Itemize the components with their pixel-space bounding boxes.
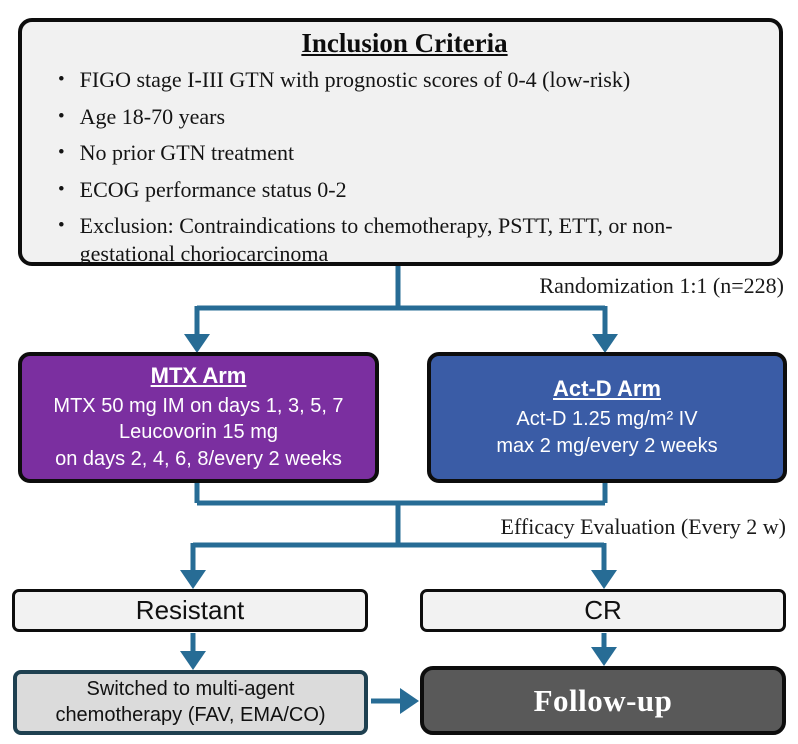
arrowhead-down-actd <box>592 334 618 353</box>
arrowhead-right-followup <box>400 688 419 714</box>
bullet-icon: • <box>58 142 65 163</box>
mtx-arm-text-line: on days 2, 4, 6, 8/every 2 weeks <box>55 447 342 470</box>
follow-up-box: Follow-up <box>420 666 786 735</box>
bullet-icon: • <box>58 69 65 90</box>
inclusion-bullet-text: FIGO stage I-III GTN with prognostic sco… <box>79 67 631 92</box>
inclusion-criteria-box: Inclusion Criteria • FIGO stage I-III GT… <box>18 18 783 266</box>
cr-box: CR <box>420 589 786 632</box>
inclusion-bullet-list: • FIGO stage I-III GTN with prognostic s… <box>42 66 767 267</box>
bullet-icon: • <box>58 105 65 127</box>
mtx-arm-text-line: MTX 50 mg IM on days 1, 3, 5, 7 <box>53 394 344 417</box>
switched-chemotherapy-text-line: Switched to multi-agent <box>86 678 295 701</box>
mtx-arm-box: MTX Arm MTX 50 mg IM on days 1, 3, 5, 7 L… <box>18 352 379 483</box>
inclusion-bullet-item: • FIGO stage I-III GTN with prognostic s… <box>58 66 763 95</box>
inclusion-bullet-text: Age 18-70 years <box>79 103 226 129</box>
mtx-arm-lines: MTX 50 mg IM on days 1, 3, 5, 7 Leucovori… <box>28 393 369 472</box>
efficacy-evaluation-label: Efficacy Evaluation (Every 2 w) <box>500 514 786 539</box>
inclusion-criteria-title: Inclusion Criteria <box>301 28 508 58</box>
randomization-label: Randomization 1:1 (n=228) <box>539 273 784 298</box>
inclusion-bullet-text: Exclusion: Contraindications to chemothe… <box>79 213 673 266</box>
arrowhead-down-followup <box>591 647 617 666</box>
mtx-arm-text-line: Leucovorin 15 mg <box>119 421 278 444</box>
actd-arm-title: Act-D Arm <box>553 376 661 402</box>
inclusion-bullet-item: • ECOG performance status 0-2 <box>58 176 763 205</box>
actd-arm-box: Act-D Arm Act-D 1.25 mg/m² IV max 2 mg/ev… <box>427 352 787 483</box>
bullet-icon: • <box>58 215 65 236</box>
arrowhead-down-switched <box>180 651 206 670</box>
mtx-arm-title: MTX Arm <box>150 362 247 388</box>
actd-arm-text-line: Act-D 1.25 mg/m² IV <box>516 408 698 431</box>
arrowhead-down-mtx <box>184 334 210 353</box>
actd-arm-lines: Act-D 1.25 mg/m² IV max 2 mg/every 2 week… <box>437 406 777 459</box>
inclusion-bullet-item: • No prior GTN treatment <box>58 139 763 168</box>
arrowhead-down-cr <box>591 570 617 589</box>
actd-arm-text-line: max 2 mg/every 2 weeks <box>496 434 718 457</box>
inclusion-bullet-item: • Age 18-70 years <box>58 103 763 132</box>
inclusion-bullet-text: ECOG performance status 0-2 <box>79 176 347 202</box>
inclusion-bullet-text: No prior GTN treatment <box>79 140 295 165</box>
resistant-box: Resistant <box>12 589 368 632</box>
switched-chemotherapy-text-line: chemotherapy (FAV, EMA/CO) <box>55 703 326 726</box>
arrowhead-down-resistant <box>180 570 206 589</box>
bullet-icon: • <box>58 178 65 200</box>
inclusion-bullet-item: • Exclusion: Contraindications to chemot… <box>58 212 763 267</box>
